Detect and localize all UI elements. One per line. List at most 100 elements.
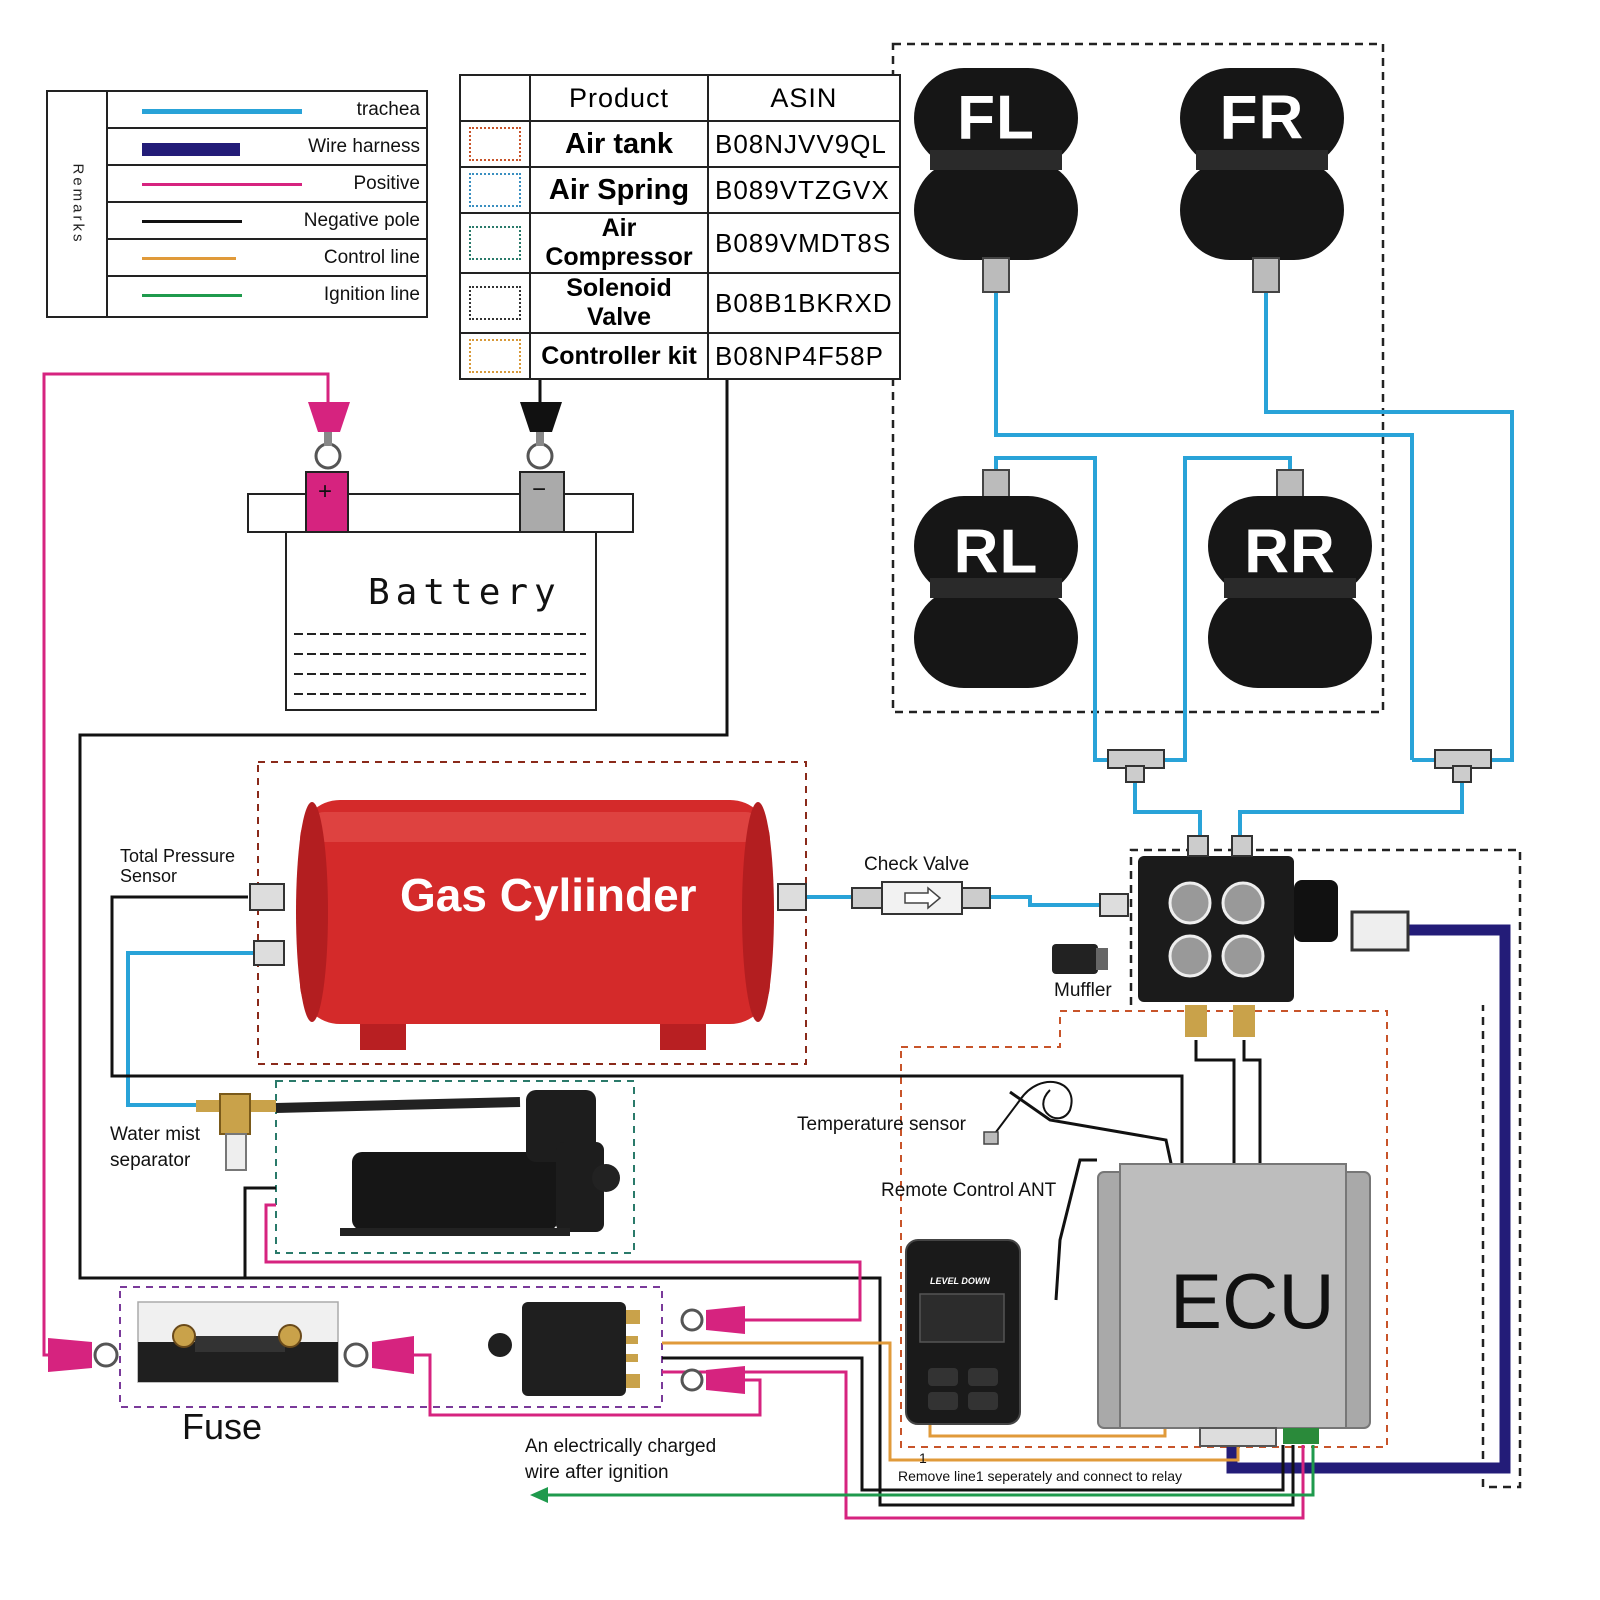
legend-label: Wire harness <box>308 136 420 157</box>
check-valve-label: Check Valve <box>864 854 970 875</box>
product-name: Air tank <box>529 120 709 168</box>
legend-title: Remarks <box>69 163 87 245</box>
product-row: Air tank B08NJVV9QL <box>459 120 901 168</box>
relay-note-label: Remove line1 seperately and connect to r… <box>898 1468 1183 1484</box>
product-asin: B089VTZGVX <box>707 166 901 214</box>
legend-row-trachea: trachea <box>108 92 428 129</box>
product-row: Controller kit B08NP4F58P <box>459 332 901 380</box>
product-asin: B08B1BKRXD <box>707 272 901 334</box>
swatch-cell <box>459 332 531 380</box>
air-spring-swatch <box>469 173 521 207</box>
air-spring-rl-label: RL <box>953 517 1039 587</box>
tee-fitting-right <box>1434 749 1492 783</box>
product-name: Air Compressor <box>529 212 709 274</box>
header-product: Product <box>529 74 709 122</box>
remote-control-ant-label: Remote Control ANT <box>881 1180 1057 1201</box>
air-spring-rr <box>1208 469 1372 688</box>
fuse-holder <box>137 1301 339 1383</box>
product-name: Controller kit <box>529 332 709 380</box>
legend-label: Negative pole <box>303 210 420 231</box>
battery-negative-sign: − <box>532 476 547 503</box>
legend-row-control-line: Control line <box>108 240 428 277</box>
air-spring-fr-label: FR <box>1219 83 1305 153</box>
tee-fitting-left <box>1107 749 1165 783</box>
swatch-cell <box>459 272 531 334</box>
water-mist-separator-label: Water mist separator <box>110 1124 201 1171</box>
wire-harness-swatch <box>142 143 240 156</box>
product-asin: B08NJVV9QL <box>707 120 901 168</box>
legend-side-panel: Remarks <box>48 92 108 316</box>
product-asin: B089VMDT8S <box>707 212 901 274</box>
fuse-left-terminal <box>48 1338 119 1372</box>
negative-swatch <box>142 220 242 223</box>
check-valve <box>851 881 991 915</box>
solenoid-group-box <box>1129 848 1522 1489</box>
swatch-cell <box>459 212 531 274</box>
gas-cylinder <box>296 800 774 1050</box>
air-compressor-swatch <box>469 226 521 260</box>
solenoid-valve-swatch <box>469 286 521 320</box>
product-table-header-row: Product ASIN <box>459 74 901 122</box>
product-row: Air Spring B089VTZGVX <box>459 166 901 214</box>
legend-label: Control line <box>323 247 420 268</box>
relay-terminal-top <box>680 1306 745 1334</box>
fuse-label: Fuse <box>182 1406 263 1447</box>
legend-row-ignition-line: Ignition line <box>108 277 428 314</box>
air-compressor <box>275 1090 620 1236</box>
product-row: Solenoid Valve B08B1BKRXD <box>459 272 901 334</box>
product-name: Solenoid Valve <box>529 272 709 334</box>
product-name: Air Spring <box>529 166 709 214</box>
product-asin: B08NP4F58P <box>707 332 901 380</box>
controller-kit-swatch <box>469 339 521 373</box>
air-spring-fr <box>1180 68 1344 293</box>
header-asin: ASIN <box>707 74 901 122</box>
fuse-right-terminal <box>343 1336 414 1374</box>
air-spring-fl <box>914 68 1078 293</box>
battery-negative-clamp <box>520 402 562 470</box>
legend-label: trachea <box>356 99 420 120</box>
battery-positive-sign: + <box>318 478 333 505</box>
legend-row-positive: Positive <box>108 166 428 203</box>
gas-cylinder-label: Gas Cyliinder <box>400 869 697 921</box>
control-swatch <box>142 257 236 260</box>
total-pressure-sensor-label: Total Pressure Sensor <box>120 846 236 886</box>
relay-note-number: 1 <box>919 1450 927 1466</box>
air-spring-rr-label: RR <box>1244 517 1336 587</box>
battery-positive-clamp <box>308 402 350 470</box>
remote-control <box>905 1239 1021 1425</box>
ignition-line <box>545 1445 1315 1497</box>
positive-swatch <box>142 183 302 186</box>
compressor-group-box <box>275 1080 635 1254</box>
muffler <box>1052 944 1108 974</box>
legend: Remarks trachea Wire harness Positive Ne… <box>46 90 428 318</box>
ecu-label: ECU <box>1170 1257 1335 1345</box>
tank-fittings <box>249 883 807 966</box>
air-spring-fl-label: FL <box>957 83 1035 153</box>
ignition-note-label: An electrically charged wire after ignit… <box>525 1436 717 1483</box>
ecu-box <box>1097 1163 1371 1447</box>
solenoid-connector <box>1350 910 1410 952</box>
controller-group-box <box>900 1010 1388 1448</box>
product-row: Air Compressor B089VMDT8S <box>459 212 901 274</box>
legend-row-wire-harness: Wire harness <box>108 129 428 166</box>
temperature-sensor <box>983 1081 1073 1145</box>
swatch-cell <box>459 166 531 214</box>
battery-label: Battery <box>368 572 562 613</box>
trachea-swatch <box>142 109 302 114</box>
relay-terminal-bottom <box>680 1366 745 1394</box>
fuse-group-box <box>119 1286 663 1408</box>
temperature-sensor-label: Temperature sensor <box>797 1114 966 1135</box>
header-swatch-cell <box>459 74 531 122</box>
product-table: Product ASIN Air tank B08NJVV9QL Air Spr… <box>459 74 901 380</box>
legend-label: Ignition line <box>323 284 420 305</box>
muffler-label: Muffler <box>1054 980 1112 1001</box>
air-spring-rl <box>914 469 1078 688</box>
ignition-swatch <box>142 294 242 297</box>
solenoid-valve <box>1099 835 1338 1037</box>
battery <box>247 471 634 711</box>
swatch-cell <box>459 120 531 168</box>
legend-row-negative-pole: Negative pole <box>108 203 428 240</box>
ignition-arrow-head <box>530 1487 548 1503</box>
relay <box>488 1302 640 1396</box>
